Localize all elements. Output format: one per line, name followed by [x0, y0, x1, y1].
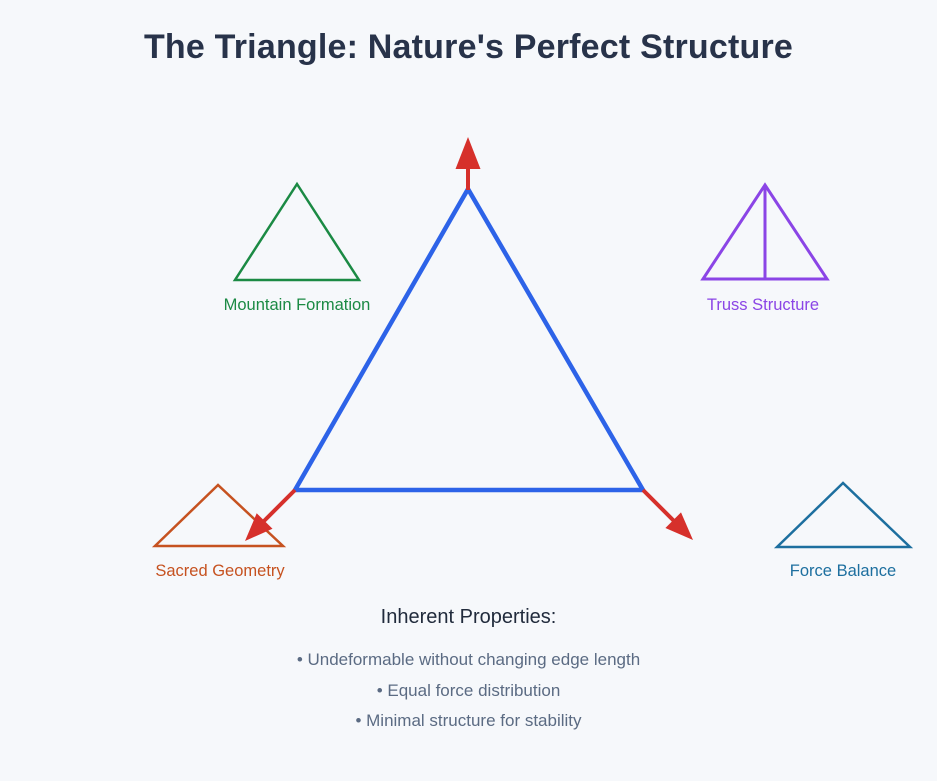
- force-balance-label: Force Balance: [789, 562, 897, 580]
- sacred-geometry-label: Sacred Geometry: [155, 562, 285, 580]
- left-force-arrow-shaft: [262, 488, 297, 523]
- property-item: • Equal force distribution: [376, 681, 561, 700]
- right-force-arrowhead-icon: [665, 512, 693, 540]
- truss-structure-label: Truss Structure: [706, 296, 820, 314]
- page-title: The Triangle: Nature's Perfect Structure: [143, 28, 794, 66]
- sacred-geometry-triangle-icon: [151, 483, 287, 548]
- property-item: • Minimal structure for stability: [355, 711, 582, 730]
- properties-heading: Inherent Properties:: [380, 606, 557, 628]
- mountain-triangle-icon: [232, 181, 362, 282]
- right-force-arrow-shaft: [641, 488, 676, 523]
- mountain-formation-label: Mountain Formation: [223, 296, 371, 314]
- force-balance-triangle-icon: [773, 481, 914, 549]
- property-item: • Undeformable without changing edge len…: [296, 650, 641, 669]
- main-triangle: [291, 184, 647, 493]
- left-force-arrowhead-icon: [245, 513, 273, 541]
- top-force-arrowhead-icon: [455, 137, 481, 169]
